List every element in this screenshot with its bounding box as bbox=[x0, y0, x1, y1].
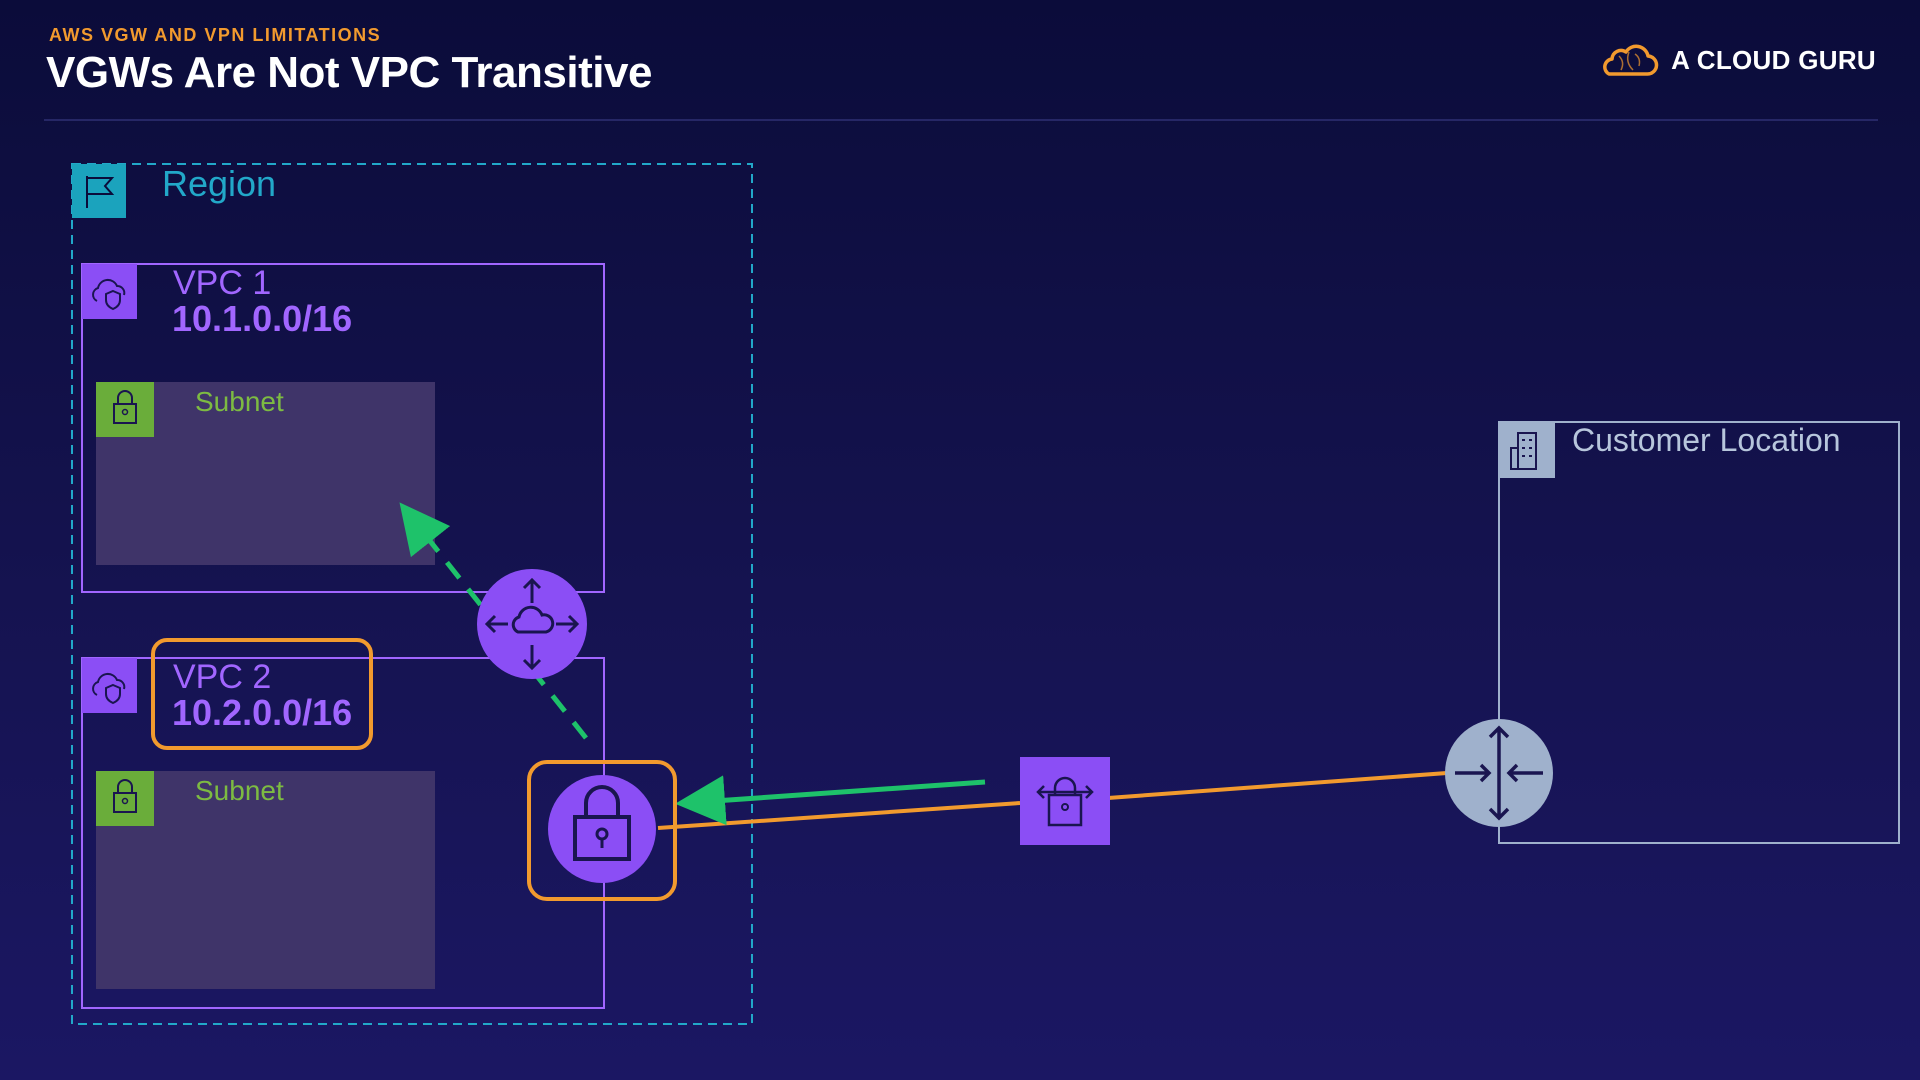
vpn-gateway-lock-icon bbox=[548, 775, 656, 883]
brand: A CLOUD GURU bbox=[1595, 40, 1876, 80]
region-label: Region bbox=[162, 163, 277, 204]
vpc1-subnet-lock-icon bbox=[96, 382, 154, 437]
vpc2-subnet-lock-icon bbox=[96, 771, 154, 826]
eyebrow-label: AWS VGW AND VPN LIMITATIONS bbox=[49, 25, 382, 45]
building-icon bbox=[1499, 422, 1555, 478]
header-divider bbox=[44, 119, 1878, 121]
vpc2-cloud-shield-icon bbox=[82, 658, 137, 713]
vpc1-boundary bbox=[81, 263, 605, 593]
vpc1-subnet-label: Subnet bbox=[195, 386, 284, 417]
vpc2-subnet-label: Subnet bbox=[195, 775, 284, 806]
vpn-connection-icon bbox=[1020, 757, 1110, 845]
vpc2-name: VPC 2 bbox=[173, 658, 272, 696]
slide-title: VGWs Are Not VPC Transitive bbox=[46, 48, 652, 97]
customer-location-boundary bbox=[1498, 421, 1900, 844]
region-flag-icon bbox=[72, 164, 126, 218]
vpc1-cloud-shield-icon bbox=[82, 264, 137, 319]
vpc2-label-highlight bbox=[151, 638, 373, 750]
traffic-arrow-green bbox=[675, 775, 986, 826]
vpc1-cidr: 10.1.0.0/16 bbox=[172, 298, 353, 339]
brand-name: A CLOUD GURU bbox=[1671, 44, 1876, 75]
region-boundary bbox=[71, 163, 753, 1025]
vpc1-name: VPC 1 bbox=[173, 264, 272, 302]
router-arrows-icon bbox=[477, 569, 587, 679]
customer-gateway-router-icon bbox=[1445, 719, 1553, 827]
vgw-highlight bbox=[527, 760, 677, 901]
cloud-logo-icon bbox=[1603, 44, 1659, 76]
vpc2-cidr: 10.2.0.0/16 bbox=[172, 692, 353, 733]
vpn-tunnel-line bbox=[657, 801, 1021, 830]
customer-link-line bbox=[1107, 771, 1448, 800]
customer-location-label: Customer Location bbox=[1572, 422, 1841, 458]
